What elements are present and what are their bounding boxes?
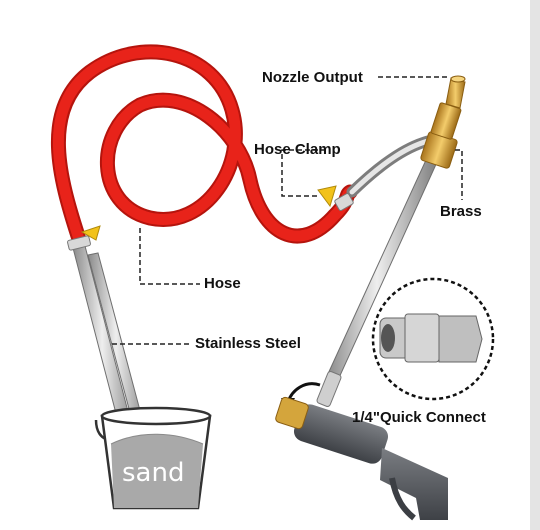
leader-lines — [112, 76, 463, 345]
hose-clamp-left — [80, 225, 101, 241]
label-stainless-steel: Stainless Steel — [195, 335, 301, 352]
label-nozzle-output: Nozzle Output — [262, 69, 363, 86]
spray-gun-icon — [275, 396, 448, 521]
brass-nozzle — [420, 75, 466, 169]
label-quick-connect: 1/4"Quick Connect — [352, 409, 486, 426]
quick-connect-icon — [371, 277, 495, 401]
label-hose: Hose — [204, 275, 241, 292]
right-edge-bar — [530, 0, 540, 530]
right-wand — [316, 134, 439, 407]
hose-clamp-right — [317, 185, 354, 211]
red-hose — [51, 44, 358, 244]
label-brass: Brass — [440, 203, 482, 220]
label-sand: sand — [122, 458, 185, 488]
bucket-icon — [94, 406, 212, 510]
label-hose-clamp: Hose Clamp — [254, 141, 341, 158]
